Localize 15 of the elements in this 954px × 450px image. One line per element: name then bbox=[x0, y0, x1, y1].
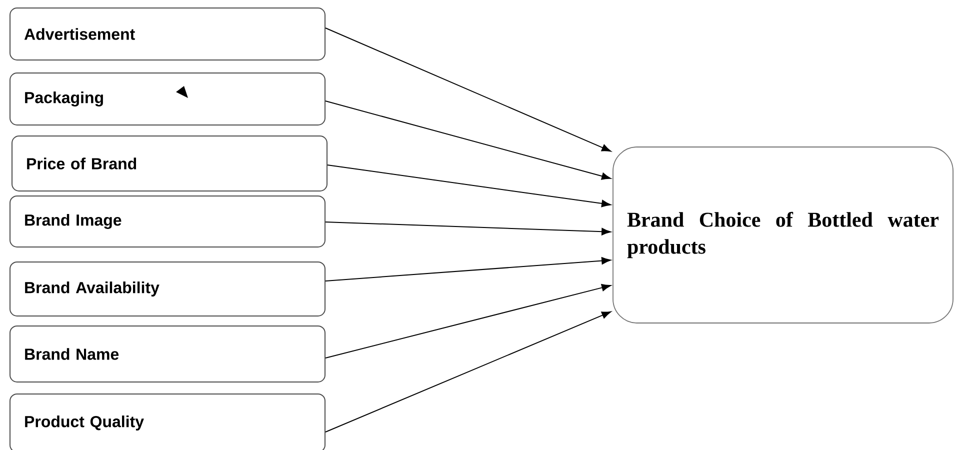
arrow bbox=[327, 164, 611, 208]
factor-box: Price of Brand bbox=[12, 136, 328, 192]
factor-box: Advertisement bbox=[10, 8, 326, 60]
factor-box: Product Quality bbox=[10, 393, 326, 450]
factor-box: Brand Availability bbox=[10, 262, 326, 316]
factor-box: Brand Image bbox=[10, 196, 326, 248]
arrow bbox=[325, 257, 611, 282]
arrow bbox=[325, 222, 611, 236]
arrow bbox=[325, 284, 611, 358]
arrow bbox=[325, 311, 612, 432]
factor-box: Brand Name bbox=[10, 325, 326, 382]
arrow bbox=[325, 100, 611, 180]
outcome-box: Brand Choice of Bottled water products bbox=[612, 146, 954, 324]
factor-box: Packaging bbox=[10, 72, 326, 126]
arrow bbox=[325, 28, 612, 152]
